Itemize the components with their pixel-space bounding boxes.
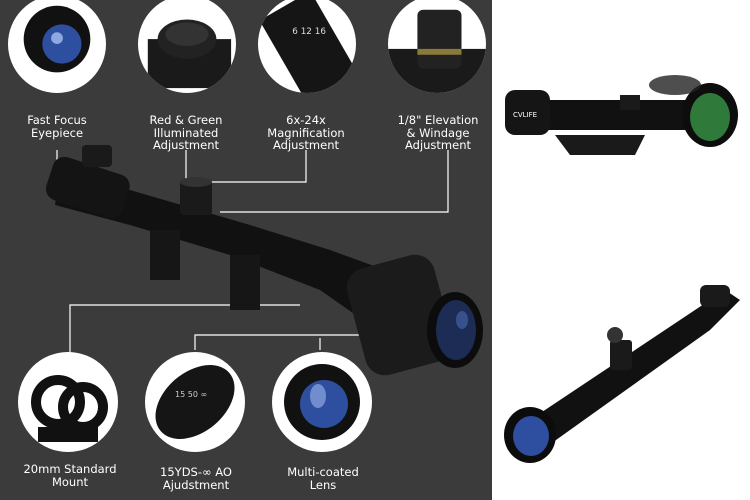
lens-closeup bbox=[272, 352, 372, 452]
magnification-ring-closeup: 6 12 16 bbox=[258, 0, 356, 93]
product-photo-mounted: CVLIFE bbox=[495, 55, 750, 205]
connector-lines bbox=[56, 150, 449, 360]
eyepiece-closeup bbox=[8, 0, 106, 93]
feature-eyepiece: Fast Focus Eyepiece bbox=[27, 113, 87, 140]
feature-magnification: 6x-24x Magnification Adjustment bbox=[267, 113, 345, 152]
product-photo-scope bbox=[495, 260, 750, 470]
brand-logo: CVLIFE bbox=[513, 111, 537, 119]
feature-mount: 20mm Standard Mount bbox=[23, 462, 117, 489]
feature-ao: 15YDS-∞ AO Ajudstment bbox=[160, 465, 232, 492]
svg-text:15 50 ∞: 15 50 ∞ bbox=[175, 390, 207, 399]
ao-ring-closeup: 15 50 ∞ bbox=[145, 352, 245, 452]
svg-text:6 12 16: 6 12 16 bbox=[292, 27, 326, 37]
rifle-scope bbox=[45, 145, 483, 376]
mount-closeup bbox=[18, 352, 118, 452]
feature-lens: Multi-coated Lens bbox=[287, 465, 359, 492]
feature-panel: 6 12 16 Fast Focus Eyepiece Red & Green … bbox=[0, 0, 492, 500]
feature-elevation: 1/8" Elevation & Windage Adjustment bbox=[397, 113, 479, 152]
feature-illuminated: Red & Green Illuminated Adjustment bbox=[149, 113, 223, 152]
turret-closeup bbox=[388, 0, 486, 93]
scope-illustration bbox=[45, 145, 483, 376]
illumination-knob-closeup bbox=[138, 0, 236, 93]
